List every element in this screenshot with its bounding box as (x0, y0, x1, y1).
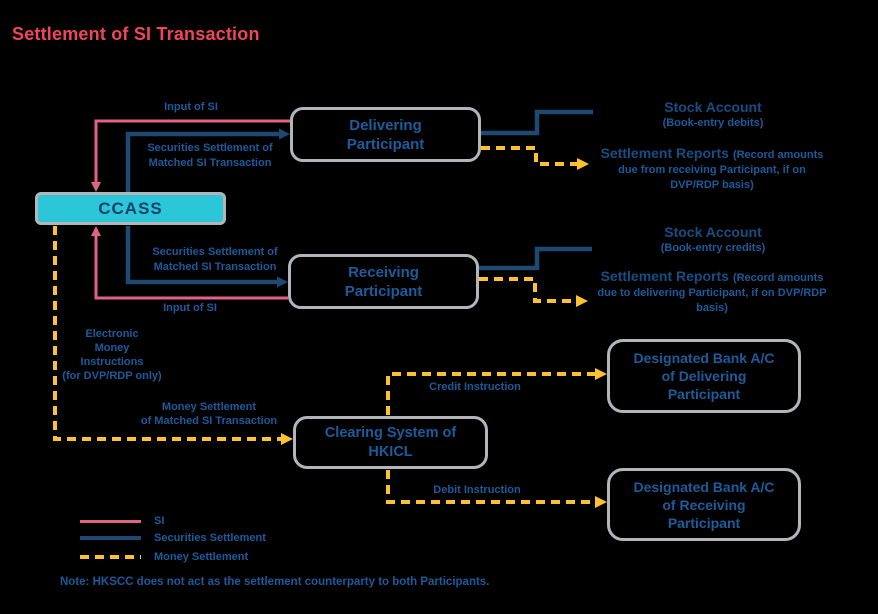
flow-securities-settlement-top (125, 128, 290, 192)
input-of-si-mid-label: Input of SI (163, 302, 217, 314)
ccass-box: CCASS (35, 192, 226, 225)
delivering-participant-box: Delivering Participant (290, 107, 481, 162)
input-of-si-top-label: Input of SI (164, 101, 218, 113)
receiving-settlement-reports-text: Settlement Reports(Record amounts due to… (597, 268, 827, 315)
flow-delivering-settlement-reports (481, 146, 589, 170)
receiving-participant-label: Receiving Participant (344, 263, 423, 300)
hkicl-clearing-system-box: Clearing System of HKICL (293, 416, 488, 469)
bank-account-delivering-label: Designated Bank A/C of Delivering Partic… (633, 350, 775, 402)
delivering-stock-account-sub: (Book-entry debits) (662, 117, 764, 129)
flow-debit-instruction (386, 470, 607, 508)
legend-item-si: SI (80, 515, 165, 527)
legend-money-settlement-label: Money Settlement (154, 551, 249, 563)
money-settlement-line-swatch (80, 555, 141, 559)
flow-receiving-settlement-reports (479, 277, 588, 307)
ccass-box-label: CCASS (98, 198, 163, 218)
electronic-money-instructions-label: Electronic Money Instructions (for DVP/R… (62, 328, 162, 382)
receiving-participant-box: Receiving Participant (288, 254, 479, 309)
page-title: Settlement of SI Transaction (12, 24, 260, 44)
bank-account-receiving-label: Designated Bank A/C of Receiving Partici… (633, 478, 775, 531)
delivering-settlement-reports-detail: (Record amounts due from receiving Parti… (618, 149, 824, 191)
money-settlement-label: Money Settlement of Matched SI Transacti… (140, 401, 278, 427)
footnote: Note: HKSCC does not act as the settleme… (60, 576, 490, 588)
flow-money-settlement (53, 226, 293, 445)
debit-instruction-label: Debit Instruction (433, 484, 521, 496)
receiving-settlement-reports-detail: (Record amounts due to delivering Partic… (597, 272, 827, 314)
bank-account-delivering-box: Designated Bank A/C of Delivering Partic… (607, 339, 801, 413)
receiving-stock-account-title: Stock Account (664, 224, 762, 240)
receiving-stock-account-sub: (Book-entry credits) (660, 242, 766, 254)
securities-settlement-top-label: Securities Settlement of Matched SI Tran… (147, 142, 273, 169)
delivering-participant-label: Delivering Participant (346, 116, 425, 153)
securities-settlement-line-swatch (80, 536, 141, 540)
flow-securities-settlement-mid (125, 226, 288, 288)
delivering-settlement-reports-text: Settlement Reports(Record amounts due fr… (597, 145, 827, 192)
bank-account-receiving-box: Designated Bank A/C of Receiving Partici… (607, 468, 801, 541)
flow-delivering-stock-account (481, 109, 593, 136)
flow-input-of-si-mid (91, 226, 288, 300)
receiving-settlement-reports-title: Settlement Reports (600, 268, 729, 284)
delivering-stock-account-text: Stock Account (Book-entry debits) (602, 99, 824, 129)
legend-item-securities-settlement: Securities Settlement (80, 532, 266, 544)
si-line-swatch (80, 519, 141, 523)
delivering-settlement-reports-title: Settlement Reports (600, 145, 729, 161)
receiving-stock-account-text: Stock Account (Book-entry credits) (602, 224, 824, 254)
securities-settlement-mid-label: Securities Settlement of Matched SI Tran… (152, 246, 278, 273)
delivering-stock-account-title: Stock Account (664, 99, 762, 115)
flow-input-of-si-top (91, 119, 290, 192)
hkicl-clearing-system-label: Clearing System of HKICL (324, 424, 457, 460)
credit-instruction-label: Credit Instruction (429, 381, 521, 393)
legend-securities-settlement-label: Securities Settlement (154, 532, 266, 544)
legend-si-label: SI (154, 515, 165, 527)
flow-receiving-stock-account (479, 246, 592, 271)
legend-item-money-settlement: Money Settlement (80, 551, 249, 563)
